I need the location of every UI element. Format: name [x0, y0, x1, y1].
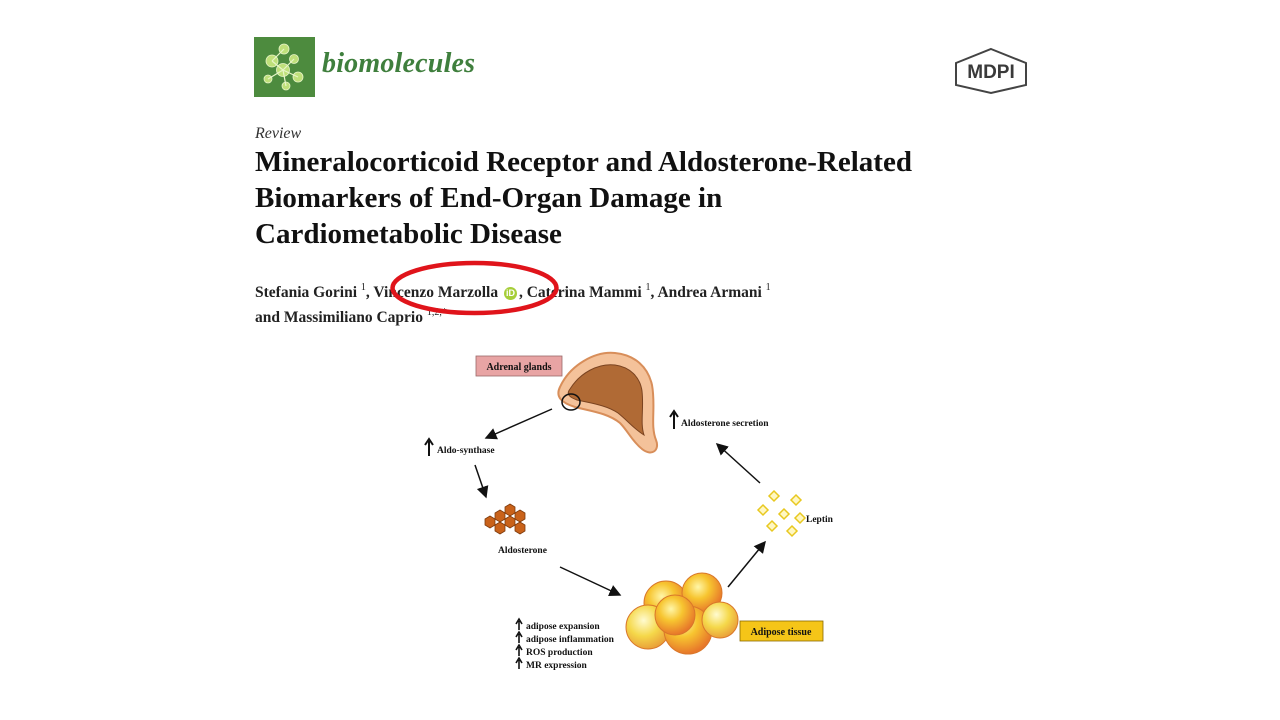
- arrow-to-aldo-synthase: [484, 408, 553, 440]
- svg-text:adipose expansion: adipose expansion: [526, 622, 600, 632]
- author-name: Stefania Gorini: [255, 284, 358, 302]
- svg-text:MR expression: MR expression: [526, 661, 587, 671]
- effect-item: ROS production: [515, 643, 593, 658]
- author-line: and Massimiliano Caprio 1,2,*: [255, 303, 1015, 328]
- author-name: Andrea Armani: [657, 284, 762, 302]
- svg-text:Adipose tissue: Adipose tissue: [751, 627, 812, 638]
- arrow-to-adrenal: [715, 442, 761, 484]
- aldosterone-secretion-label: Aldosterone secretion: [669, 409, 769, 429]
- author-affiliation: 1: [360, 282, 366, 293]
- author-line: Stefania Gorini 1, Vincenzo Marzolla iD,…: [255, 282, 771, 302]
- svg-text:Aldosterone secretion: Aldosterone secretion: [681, 419, 769, 429]
- orcid-icon: iD: [503, 287, 517, 301]
- leptin-diamonds-icon: [756, 489, 807, 538]
- title-line: Cardiometabolic Disease: [255, 218, 562, 250]
- article-title: Mineralocorticoid Receptor and Aldostero…: [255, 144, 1045, 252]
- publisher-name: MDPI: [967, 62, 1015, 83]
- and-word: and: [255, 309, 280, 327]
- svg-text:Aldo-synthase: Aldo-synthase: [437, 446, 495, 456]
- adipose-cells-icon: [625, 572, 739, 655]
- author-name: Massimiliano Caprio: [283, 309, 423, 327]
- aldosterone-label: Aldosterone: [498, 546, 547, 556]
- svg-text:Adrenal glands: Adrenal glands: [486, 362, 551, 373]
- effect-item: adipose expansion: [515, 617, 600, 632]
- author-affiliation: 1,2,*: [426, 307, 447, 319]
- author-name: Vincenzo Marzolla: [373, 284, 499, 302]
- arrow-to-aldosterone: [474, 464, 489, 499]
- aldosterone-hexagons-icon: [484, 503, 526, 535]
- figure-cycle-diagram: Adrenal glands Aldo-synthase Aldosterone: [424, 351, 834, 671]
- publisher-logo: MDPI: [955, 47, 1027, 95]
- adrenal-glands-label: Adrenal glands: [475, 355, 563, 377]
- svg-text:ROS production: ROS production: [526, 648, 593, 658]
- journal-logo: [254, 37, 315, 97]
- journal-name: biomolecules: [322, 48, 476, 79]
- article-type: Review: [255, 125, 302, 142]
- arrow-to-leptin: [727, 540, 766, 588]
- title-line: Mineralocorticoid Receptor and Aldostero…: [255, 146, 912, 178]
- leptin-label: Leptin: [806, 515, 834, 525]
- arrow-to-adipose-tissue: [559, 566, 622, 596]
- adrenal-gland-icon: [557, 351, 658, 454]
- svg-text:adipose inflammation: adipose inflammation: [526, 635, 615, 645]
- effect-item: adipose inflammation: [515, 630, 615, 645]
- title-line: Biomarkers of End-Organ Damage in: [255, 182, 723, 214]
- author-name: Caterina Mammi: [526, 284, 642, 302]
- author-list: Stefania Gorini 1, Vincenzo Marzolla iD,…: [255, 278, 1015, 328]
- effects-list: adipose expansion adipose inflammation R…: [515, 617, 615, 671]
- author-affiliation: 1: [765, 282, 771, 293]
- aldo-synthase-label: Aldo-synthase: [424, 437, 495, 456]
- author-affiliation: 1: [645, 282, 651, 293]
- adipose-tissue-label: Adipose tissue: [739, 620, 824, 642]
- effect-item: MR expression: [515, 656, 587, 671]
